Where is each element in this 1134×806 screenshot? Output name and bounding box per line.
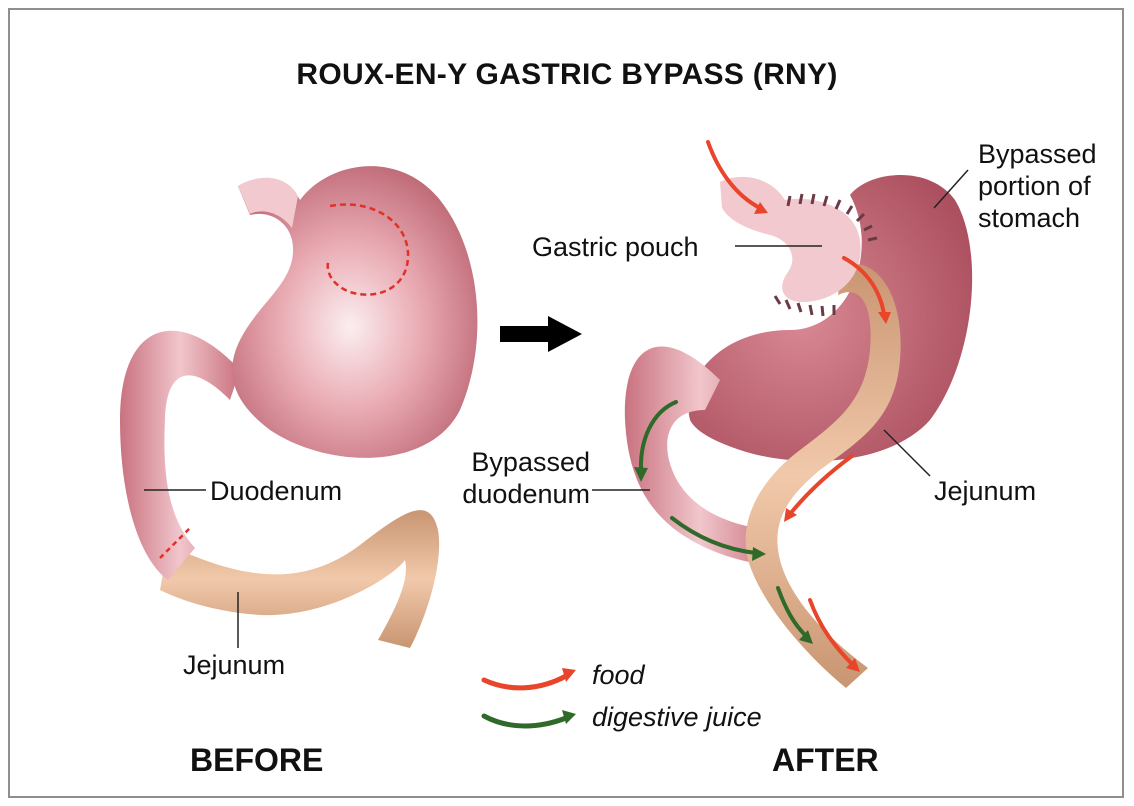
label-bypassed-stomach: Bypassed portion of stomach <box>978 138 1097 234</box>
arrow-right-icon <box>500 316 582 352</box>
heading-before: BEFORE <box>190 742 323 779</box>
green-curved-arrow-icon <box>484 710 576 726</box>
label-bypassed-duodenum-line2: duodenum <box>440 478 590 510</box>
heading-after: AFTER <box>772 742 879 779</box>
label-bypassed-stomach-line1: Bypassed <box>978 138 1097 170</box>
label-duodenum: Duodenum <box>210 476 342 506</box>
legend-digestive-juice: digestive juice <box>592 702 762 733</box>
before-esophagus <box>238 178 298 228</box>
label-bypassed-duodenum-line1: Bypassed <box>440 446 590 478</box>
red-curved-arrow-icon <box>484 668 576 688</box>
before-anatomy <box>120 166 477 648</box>
diagram-title: ROUX-EN-Y GASTRIC BYPASS (RNY) <box>0 58 1134 92</box>
label-jejunum-before: Jejunum <box>183 650 285 680</box>
legend-food: food <box>592 660 645 691</box>
after-anatomy <box>592 142 972 688</box>
label-bypassed-stomach-line2: portion of <box>978 170 1097 202</box>
label-gastric-pouch: Gastric pouch <box>532 232 699 262</box>
label-bypassed-stomach-line3: stomach <box>978 202 1097 234</box>
label-bypassed-duodenum: Bypassed duodenum <box>440 446 590 510</box>
before-duodenum <box>120 331 240 580</box>
label-jejunum-after: Jejunum <box>934 476 1036 506</box>
before-jejunum <box>160 510 439 648</box>
